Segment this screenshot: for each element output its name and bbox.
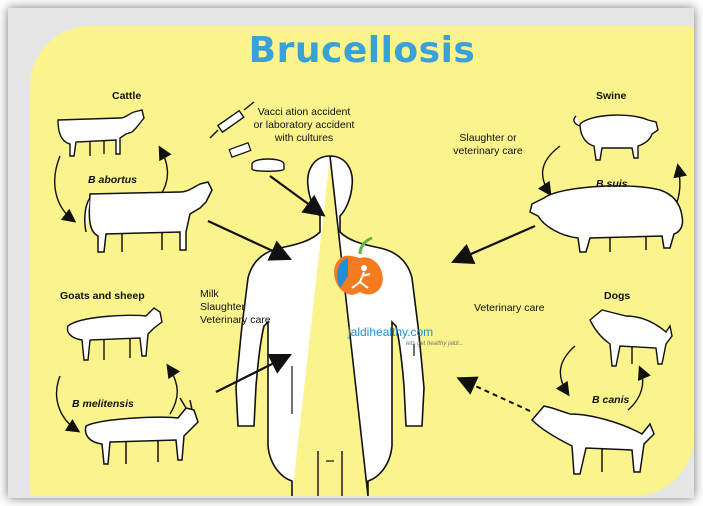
label-veterinary-care-goats: Veterinary care bbox=[200, 314, 271, 327]
cycle-goats-right bbox=[168, 366, 177, 414]
cattle-small bbox=[58, 110, 144, 156]
arrow-dogs bbox=[460, 379, 530, 411]
label-vaccination: Vacci ation accident or laboratory accid… bbox=[244, 106, 364, 145]
watermark-tagline: lets get healthy jaldi... bbox=[406, 340, 464, 348]
arrow-swine bbox=[455, 226, 535, 261]
swine-large bbox=[530, 186, 683, 252]
label-cattle: Cattle bbox=[112, 90, 141, 103]
label-slaughter: Slaughter bbox=[200, 301, 271, 314]
label-slaughter-vet-line1: Slaughter or bbox=[448, 132, 528, 145]
label-veterinary-care-dogs: Veterinary care bbox=[474, 302, 545, 315]
swine-small bbox=[574, 115, 658, 160]
petri-dish bbox=[252, 159, 284, 171]
label-slaughter-vet-line2: veterinary care bbox=[448, 145, 528, 158]
goat-small bbox=[68, 308, 162, 360]
label-b-canis: B canis bbox=[592, 394, 629, 407]
label-dogs: Dogs bbox=[604, 290, 630, 303]
label-milk-routes: Milk Slaughter Veterinary care bbox=[200, 288, 271, 327]
label-b-melitensis: B melitensis bbox=[72, 398, 134, 411]
watermark-brand: jaldihealthy.com bbox=[348, 326, 433, 339]
label-b-suis: B suis bbox=[596, 178, 628, 191]
dog-small bbox=[590, 310, 672, 366]
cycle-swine-left bbox=[543, 146, 560, 194]
diagram-card: Brucellosis bbox=[30, 26, 694, 496]
cycle-dogs-right bbox=[628, 368, 643, 410]
image-frame: Brucellosis bbox=[8, 8, 694, 498]
arrow-cattle bbox=[208, 221, 288, 258]
dog-large bbox=[532, 406, 654, 474]
cycle-cattle-left bbox=[55, 156, 74, 221]
cattle-large bbox=[85, 182, 212, 252]
label-b-abortus: B abortus bbox=[88, 174, 137, 187]
cycle-cattle-right bbox=[160, 148, 168, 196]
label-swine: Swine bbox=[596, 90, 626, 103]
label-vaccination-line2: or laboratory accident bbox=[244, 119, 364, 132]
label-goats-sheep: Goats and sheep bbox=[60, 290, 145, 303]
label-vaccination-line3: with cultures bbox=[244, 132, 364, 145]
label-milk: Milk bbox=[200, 288, 271, 301]
label-slaughter-vet: Slaughter or veterinary care bbox=[448, 132, 528, 158]
cycle-dogs-left bbox=[560, 346, 575, 394]
label-vaccination-line1: Vacci ation accident bbox=[244, 106, 364, 119]
